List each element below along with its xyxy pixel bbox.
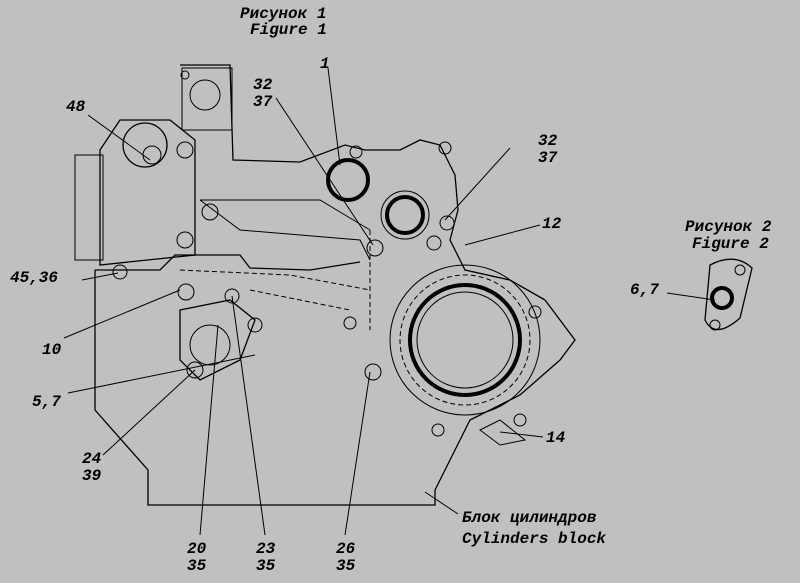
leader-lines bbox=[63, 67, 716, 536]
callout-35: 35 bbox=[256, 557, 276, 575]
callout-12: 12 bbox=[542, 215, 562, 233]
callout-32: 32 bbox=[253, 76, 273, 94]
callout-32: 32 bbox=[538, 132, 558, 150]
cylinder-block-outline bbox=[94, 270, 576, 506]
callout-10: 10 bbox=[42, 341, 62, 359]
figure2-title-ru: Рисунок 2 bbox=[685, 218, 772, 236]
figure1-title-en: Figure 1 bbox=[250, 21, 327, 39]
callout-20: 20 bbox=[187, 540, 207, 558]
callout-48: 48 bbox=[66, 98, 86, 116]
callout-39: 39 bbox=[82, 467, 102, 485]
callout-6-7: 6,7 bbox=[630, 281, 659, 299]
callout-37: 37 bbox=[253, 93, 273, 111]
callout-37: 37 bbox=[538, 149, 558, 167]
callout-5-7: 5,7 bbox=[32, 393, 61, 411]
callout-23: 23 bbox=[256, 540, 276, 558]
callout-35: 35 bbox=[336, 557, 356, 575]
callout-26: 26 bbox=[336, 540, 356, 558]
block-label-ru: Блок цилиндров bbox=[462, 509, 597, 527]
callout-1: 1 bbox=[320, 55, 330, 73]
figure2-gasket bbox=[704, 258, 753, 331]
figure1-title-ru: Рисунок 1 bbox=[240, 5, 327, 23]
callout-35: 35 bbox=[187, 557, 207, 575]
figure2-title-en: Figure 2 bbox=[692, 235, 769, 253]
callout-24: 24 bbox=[82, 450, 102, 468]
front-cover-outline bbox=[180, 64, 546, 301]
callout-14: 14 bbox=[546, 429, 566, 447]
callout-45-36: 45,36 bbox=[10, 269, 59, 287]
block-label-en: Cylinders block bbox=[462, 530, 607, 548]
